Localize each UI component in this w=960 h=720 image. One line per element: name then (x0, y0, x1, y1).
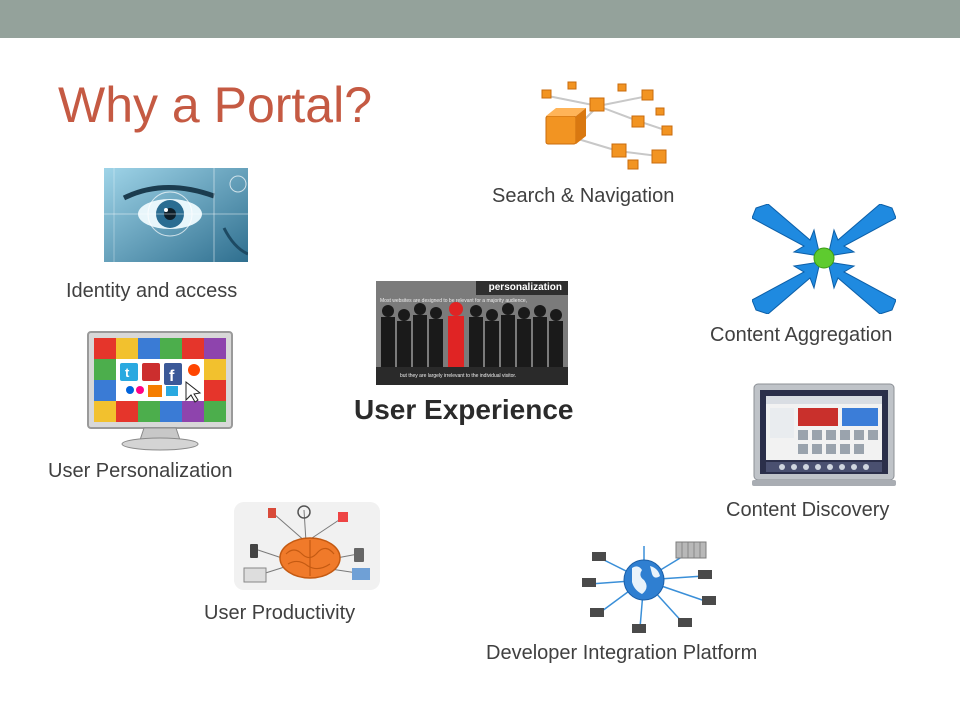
social-puzzle-monitor-icon: t f (86, 330, 234, 454)
label-search-navigation: Search & Navigation (492, 185, 675, 207)
label-user-personalization: User Personalization (48, 460, 233, 482)
svg-text:t: t (125, 365, 130, 380)
laptop-store-icon (752, 382, 896, 486)
orange-cubes-network-icon (528, 76, 674, 170)
label-developer-integration: Developer Integration Platform (486, 642, 758, 664)
personalization-crowd-image: personalization Most websites are design… (376, 281, 568, 385)
brain-productivity-icon (234, 502, 380, 590)
top-bar (0, 0, 960, 38)
label-user-productivity: User Productivity (204, 602, 356, 624)
slide-title: Why a Portal? (58, 77, 373, 133)
label-identity-access: Identity and access (66, 280, 238, 302)
label-content-discovery: Content Discovery (726, 499, 890, 521)
converging-arrows-icon (752, 204, 896, 314)
eye-scan-icon (104, 168, 248, 262)
globe-network-icon (580, 540, 722, 636)
caption-top: Most websites are designed to be relevan… (380, 298, 528, 304)
banner-text: personalization (488, 282, 562, 293)
center-label: User Experience (354, 394, 574, 425)
svg-text:f: f (169, 368, 175, 385)
label-content-aggregation: Content Aggregation (710, 324, 893, 346)
caption-bottom: but they are largely irrelevant to the i… (400, 373, 517, 379)
